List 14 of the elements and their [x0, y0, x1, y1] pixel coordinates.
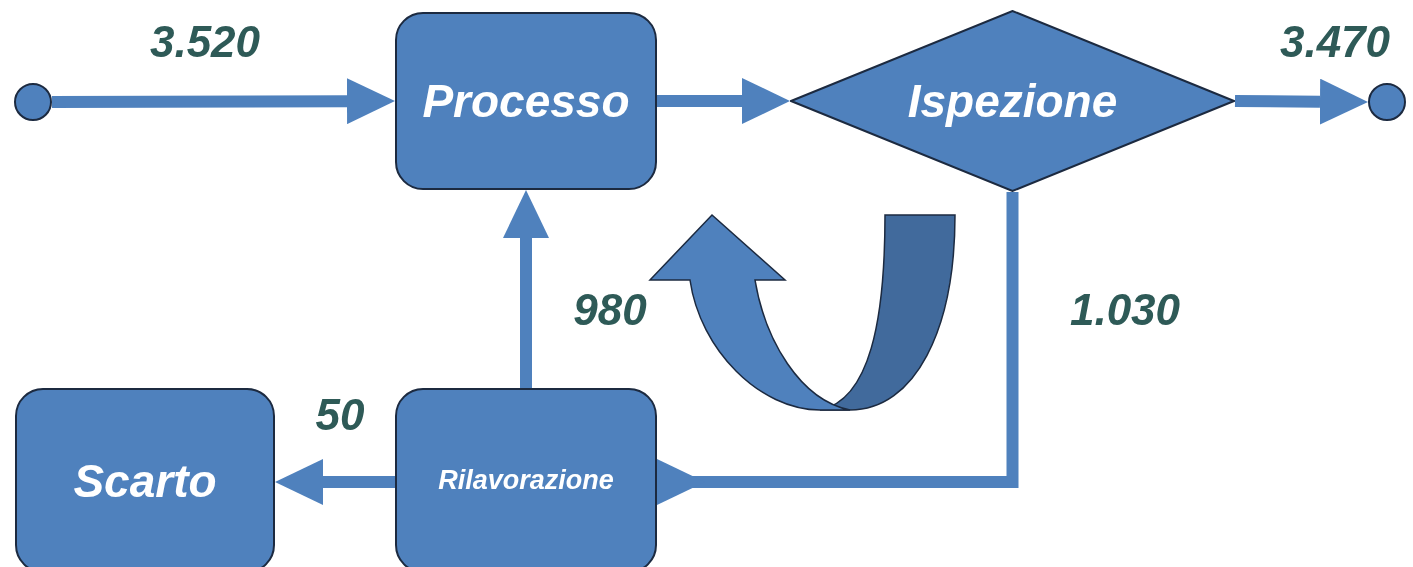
endpoint-circle [14, 83, 52, 121]
node-label: Ispezione [907, 74, 1118, 128]
node-label: Scarto [73, 453, 217, 508]
arrow [1234, 78, 1368, 125]
process-box [395, 388, 657, 567]
arrow [657, 78, 790, 124]
arrow [275, 459, 395, 505]
process-box [395, 12, 657, 190]
endpoint-circle [1368, 83, 1406, 121]
process-box [15, 388, 275, 567]
arrow [503, 190, 549, 388]
arrow [52, 78, 395, 125]
node-label: Rilavorazione [438, 465, 614, 496]
node-label: Processo [422, 74, 630, 128]
